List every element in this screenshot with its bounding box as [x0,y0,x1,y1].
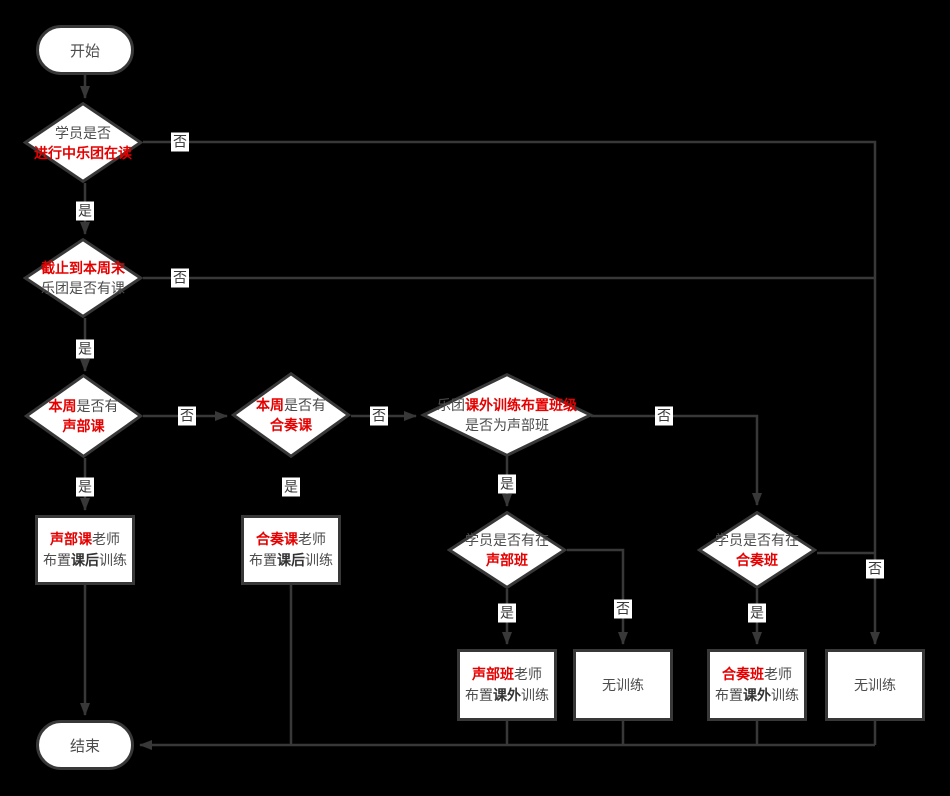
decision-student-in-ensemble-class: 学员是否有在 合奏班 [697,511,817,589]
edge-label-no-classtype: 否 [655,406,673,426]
task-ensemble-class-teacher-extracurricular-training: 合奏班老师 布置课外训练 [707,649,807,721]
text-segment: 合奏课 [256,531,298,547]
text-segment: 本周 [48,398,77,414]
edge-label-no-class: 否 [171,268,189,288]
decision-text: 学员是否有在 合奏班 [715,532,799,568]
decision-text: 乐团课外训练布置班级 是否为声部班 [437,397,577,433]
edge-label-no-in-sectional: 否 [614,599,632,619]
result-no-training-sectional: 无训练 [573,649,673,721]
edge-label-yes-sectional: 是 [76,477,94,497]
decision-training-assigned-class-type: 乐团课外训练布置班级 是否为声部班 [420,373,594,457]
decision-ensemble-class-this-week: 本周是否有 合奏课 [231,372,351,458]
decision-student-enrolled: 学员是否 进行中乐团在读 [23,102,143,183]
decision-text: 本周是否有 合奏课 [256,397,326,433]
text-segment: 老师 [514,666,542,682]
text-segment: 布置 [465,687,493,703]
edge-label-no-ensemble: 否 [370,406,388,426]
text-segment: 布置 [249,552,277,568]
diamond-shape [23,102,143,183]
text-segment: 训练 [305,552,333,568]
text-segment: 训练 [771,687,799,703]
diamond-shape [420,373,594,457]
text-segment: 训练 [99,552,127,568]
text-segment: 布置 [43,552,71,568]
decision-student-in-sectional-class: 学员是否有在 声部班 [447,511,567,589]
diamond-shape [24,374,143,458]
end-node: 结束 [36,720,134,770]
edge-label-yes-classtype: 是 [498,474,516,494]
text-segment: 老师 [298,531,326,547]
text-segment: 乐团 [437,397,465,413]
start-node: 开始 [36,25,134,75]
text-segment: 布置 [715,687,743,703]
text-segment: 合奏班 [722,666,764,682]
end-label: 结束 [69,737,100,755]
text-segment: 老师 [764,666,792,682]
task-ensemble-course-teacher-after-class-training: 合奏课老师 布置课后训练 [241,515,341,585]
text-segment: 声部课 [50,531,92,547]
text-segment: 课后 [71,552,99,568]
diamond-shape [23,238,143,318]
text-segment: 是否有 [284,397,326,413]
edge-label-yes-class: 是 [76,339,94,359]
decision-text: 学员是否有在 声部班 [465,532,549,568]
text-segment: 课后 [277,552,305,568]
decision-sectional-class-this-week: 本周是否有 声部课 [24,374,143,458]
decision-text: 本周是否有 声部课 [48,398,119,434]
text-segment: 课外 [493,687,521,703]
text-segment: 训练 [521,687,549,703]
edge-label-yes-in-sectional: 是 [498,603,516,623]
text-segment: 老师 [92,531,120,547]
diamond-shape [231,372,351,458]
edge-label-no-enrolled: 否 [171,132,189,152]
decision-text: 截止到本周末 乐团是否有课 [41,260,125,296]
task-sectional-class-teacher-extracurricular-training: 声部班老师 布置课外训练 [457,649,557,721]
start-label: 开始 [69,42,100,60]
task-sectional-course-teacher-after-class-training: 声部课老师 布置课后训练 [35,515,135,585]
edge-label-yes-in-ensemble: 是 [748,603,766,623]
diamond-shape [697,511,817,589]
edge-label-no-sectional: 否 [178,406,196,426]
text-segment: 课外 [743,687,771,703]
diamond-shape [447,511,567,589]
text-segment: 是否有 [76,398,119,414]
edge-label-yes-ensemble: 是 [282,477,300,497]
result-no-training-ensemble: 无训练 [825,649,925,721]
edge-label-yes-enrolled: 是 [76,201,94,221]
text-segment: 声部班 [472,666,514,682]
text-segment: 本周 [256,397,284,413]
decision-orchestra-class-by-weekend: 截止到本周末 乐团是否有课 [23,238,143,318]
edge-label-no-in-ensemble: 否 [866,559,884,579]
decision-text: 学员是否 进行中乐团在读 [34,124,132,161]
text-segment: 课外训练布置班级 [465,397,577,413]
